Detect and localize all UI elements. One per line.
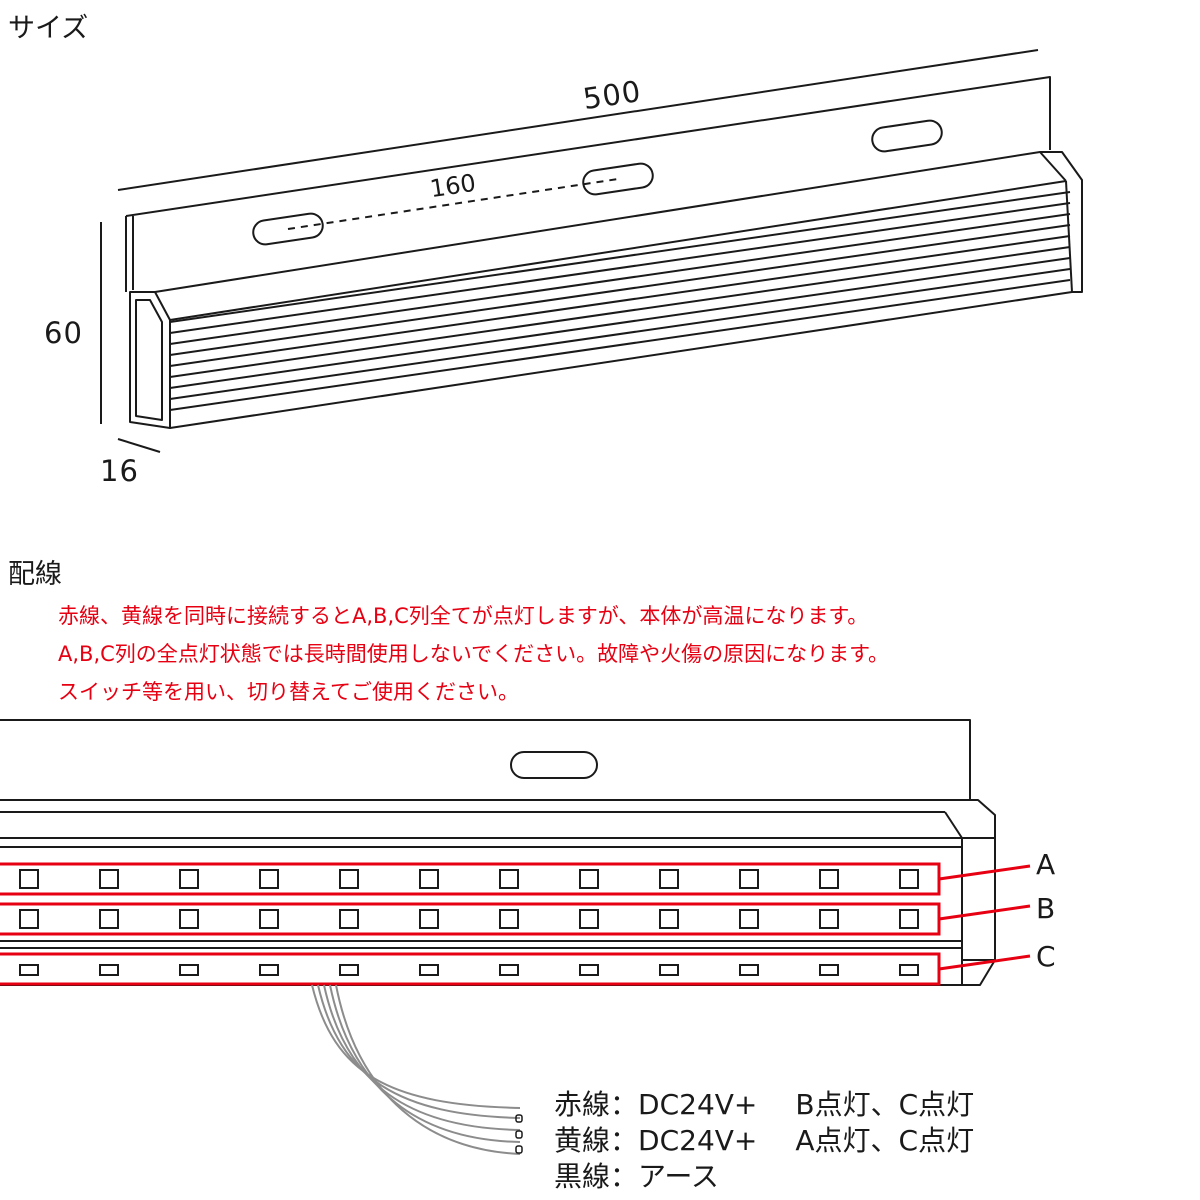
led-row-b-7 (499, 909, 519, 929)
led-row-c-10 (739, 964, 759, 976)
led-row-b-5 (339, 909, 359, 929)
wire-black-name: 黒線 (554, 1160, 611, 1193)
wiring-section-title: 配線 (8, 559, 62, 590)
wire-legend-yellow: 黄線：DC24V+ A点灯、C点灯 (554, 1119, 974, 1159)
row-label-c: C (1036, 940, 1056, 973)
wiring-end-cap (945, 799, 996, 986)
led-row-a-3 (179, 869, 199, 889)
led-row-a-1 (19, 869, 39, 889)
wire-red-name: 赤線 (554, 1088, 611, 1121)
led-row-c-9 (659, 964, 679, 976)
mounting-plate (125, 76, 1051, 217)
led-row-c-5 (339, 964, 359, 976)
led-row-a-8 (579, 869, 599, 889)
led-row-a-4 (259, 869, 279, 889)
warning-line-1: 赤線、黄線を同時に接続するとA,B,C列全てが点灯しますが、本体が高温になります… (58, 604, 869, 628)
wiring-plate (0, 719, 971, 800)
led-row-c-8 (579, 964, 599, 976)
led-row-c-6 (419, 964, 439, 976)
led-row-b-4 (259, 909, 279, 929)
row-b-leader (938, 904, 1031, 921)
dimension-height-label: 60 (44, 316, 83, 350)
row-b-outline (0, 902, 941, 936)
led-row-a-2 (99, 869, 119, 889)
wire-bundle (311, 984, 521, 1155)
row-label-b: B (1036, 892, 1056, 925)
led-row-c-7 (499, 964, 519, 976)
led-row-a-5 (339, 869, 359, 889)
row-label-a: A (1036, 848, 1056, 881)
wire-black-spec: ：アース (610, 1160, 719, 1193)
led-row-a-6 (419, 869, 439, 889)
row-c-outline (0, 952, 941, 986)
dimension-line-length (117, 49, 1039, 191)
mounting-slot-middle (582, 162, 654, 196)
led-row-b-8 (579, 909, 599, 929)
led-row-c-11 (819, 964, 839, 976)
wire-yellow-name: 黄線 (554, 1124, 611, 1157)
led-row-b-11 (819, 909, 839, 929)
led-row-a-9 (659, 869, 679, 889)
wire-red-function: B点灯、C点灯 (795, 1088, 975, 1121)
led-row-b-12 (899, 909, 919, 929)
mounting-slot-left (252, 212, 324, 246)
led-row-b-3 (179, 909, 199, 929)
mounting-slot-right (871, 119, 943, 153)
dimension-depth-label: 16 (100, 454, 139, 488)
led-row-c-12 (899, 964, 919, 976)
led-row-c-1 (19, 964, 39, 976)
hole-pitch-line (287, 178, 619, 230)
led-row-b-6 (419, 909, 439, 929)
led-row-a-11 (819, 869, 839, 889)
dimension-line-depth (117, 438, 161, 453)
wire-yellow-spec: ：DC24V+ (610, 1124, 758, 1157)
led-row-b-2 (99, 909, 119, 929)
row-c-leader (938, 954, 1031, 971)
led-row-c-3 (179, 964, 199, 976)
led-row-a-7 (499, 869, 519, 889)
wire-legend-red: 赤線：DC24V+ B点灯、C点灯 (554, 1083, 974, 1123)
wire-legend-black: 黒線：アース (554, 1155, 719, 1195)
wire-yellow-function: A点灯、C点灯 (795, 1124, 975, 1157)
wire-red-spec: ：DC24V+ (610, 1088, 758, 1121)
led-row-a-12 (899, 869, 919, 889)
row-a-outline (0, 862, 941, 896)
row-a-leader (938, 864, 1031, 881)
led-row-c-4 (259, 964, 279, 976)
led-row-b-9 (659, 909, 679, 929)
end-cap-front (129, 291, 171, 429)
warning-line-3: スイッチ等を用い、切り替えてご使用ください。 (58, 680, 519, 704)
warning-line-2: A,B,C列の全点灯状態では長時間使用しないでください。故障や火傷の原因になりま… (58, 642, 890, 666)
led-row-a-10 (739, 869, 759, 889)
led-row-b-1 (19, 909, 39, 929)
size-section-title: サイズ (8, 13, 89, 44)
led-row-b-10 (739, 909, 759, 929)
led-row-c-2 (99, 964, 119, 976)
wiring-mounting-slot (510, 751, 598, 779)
